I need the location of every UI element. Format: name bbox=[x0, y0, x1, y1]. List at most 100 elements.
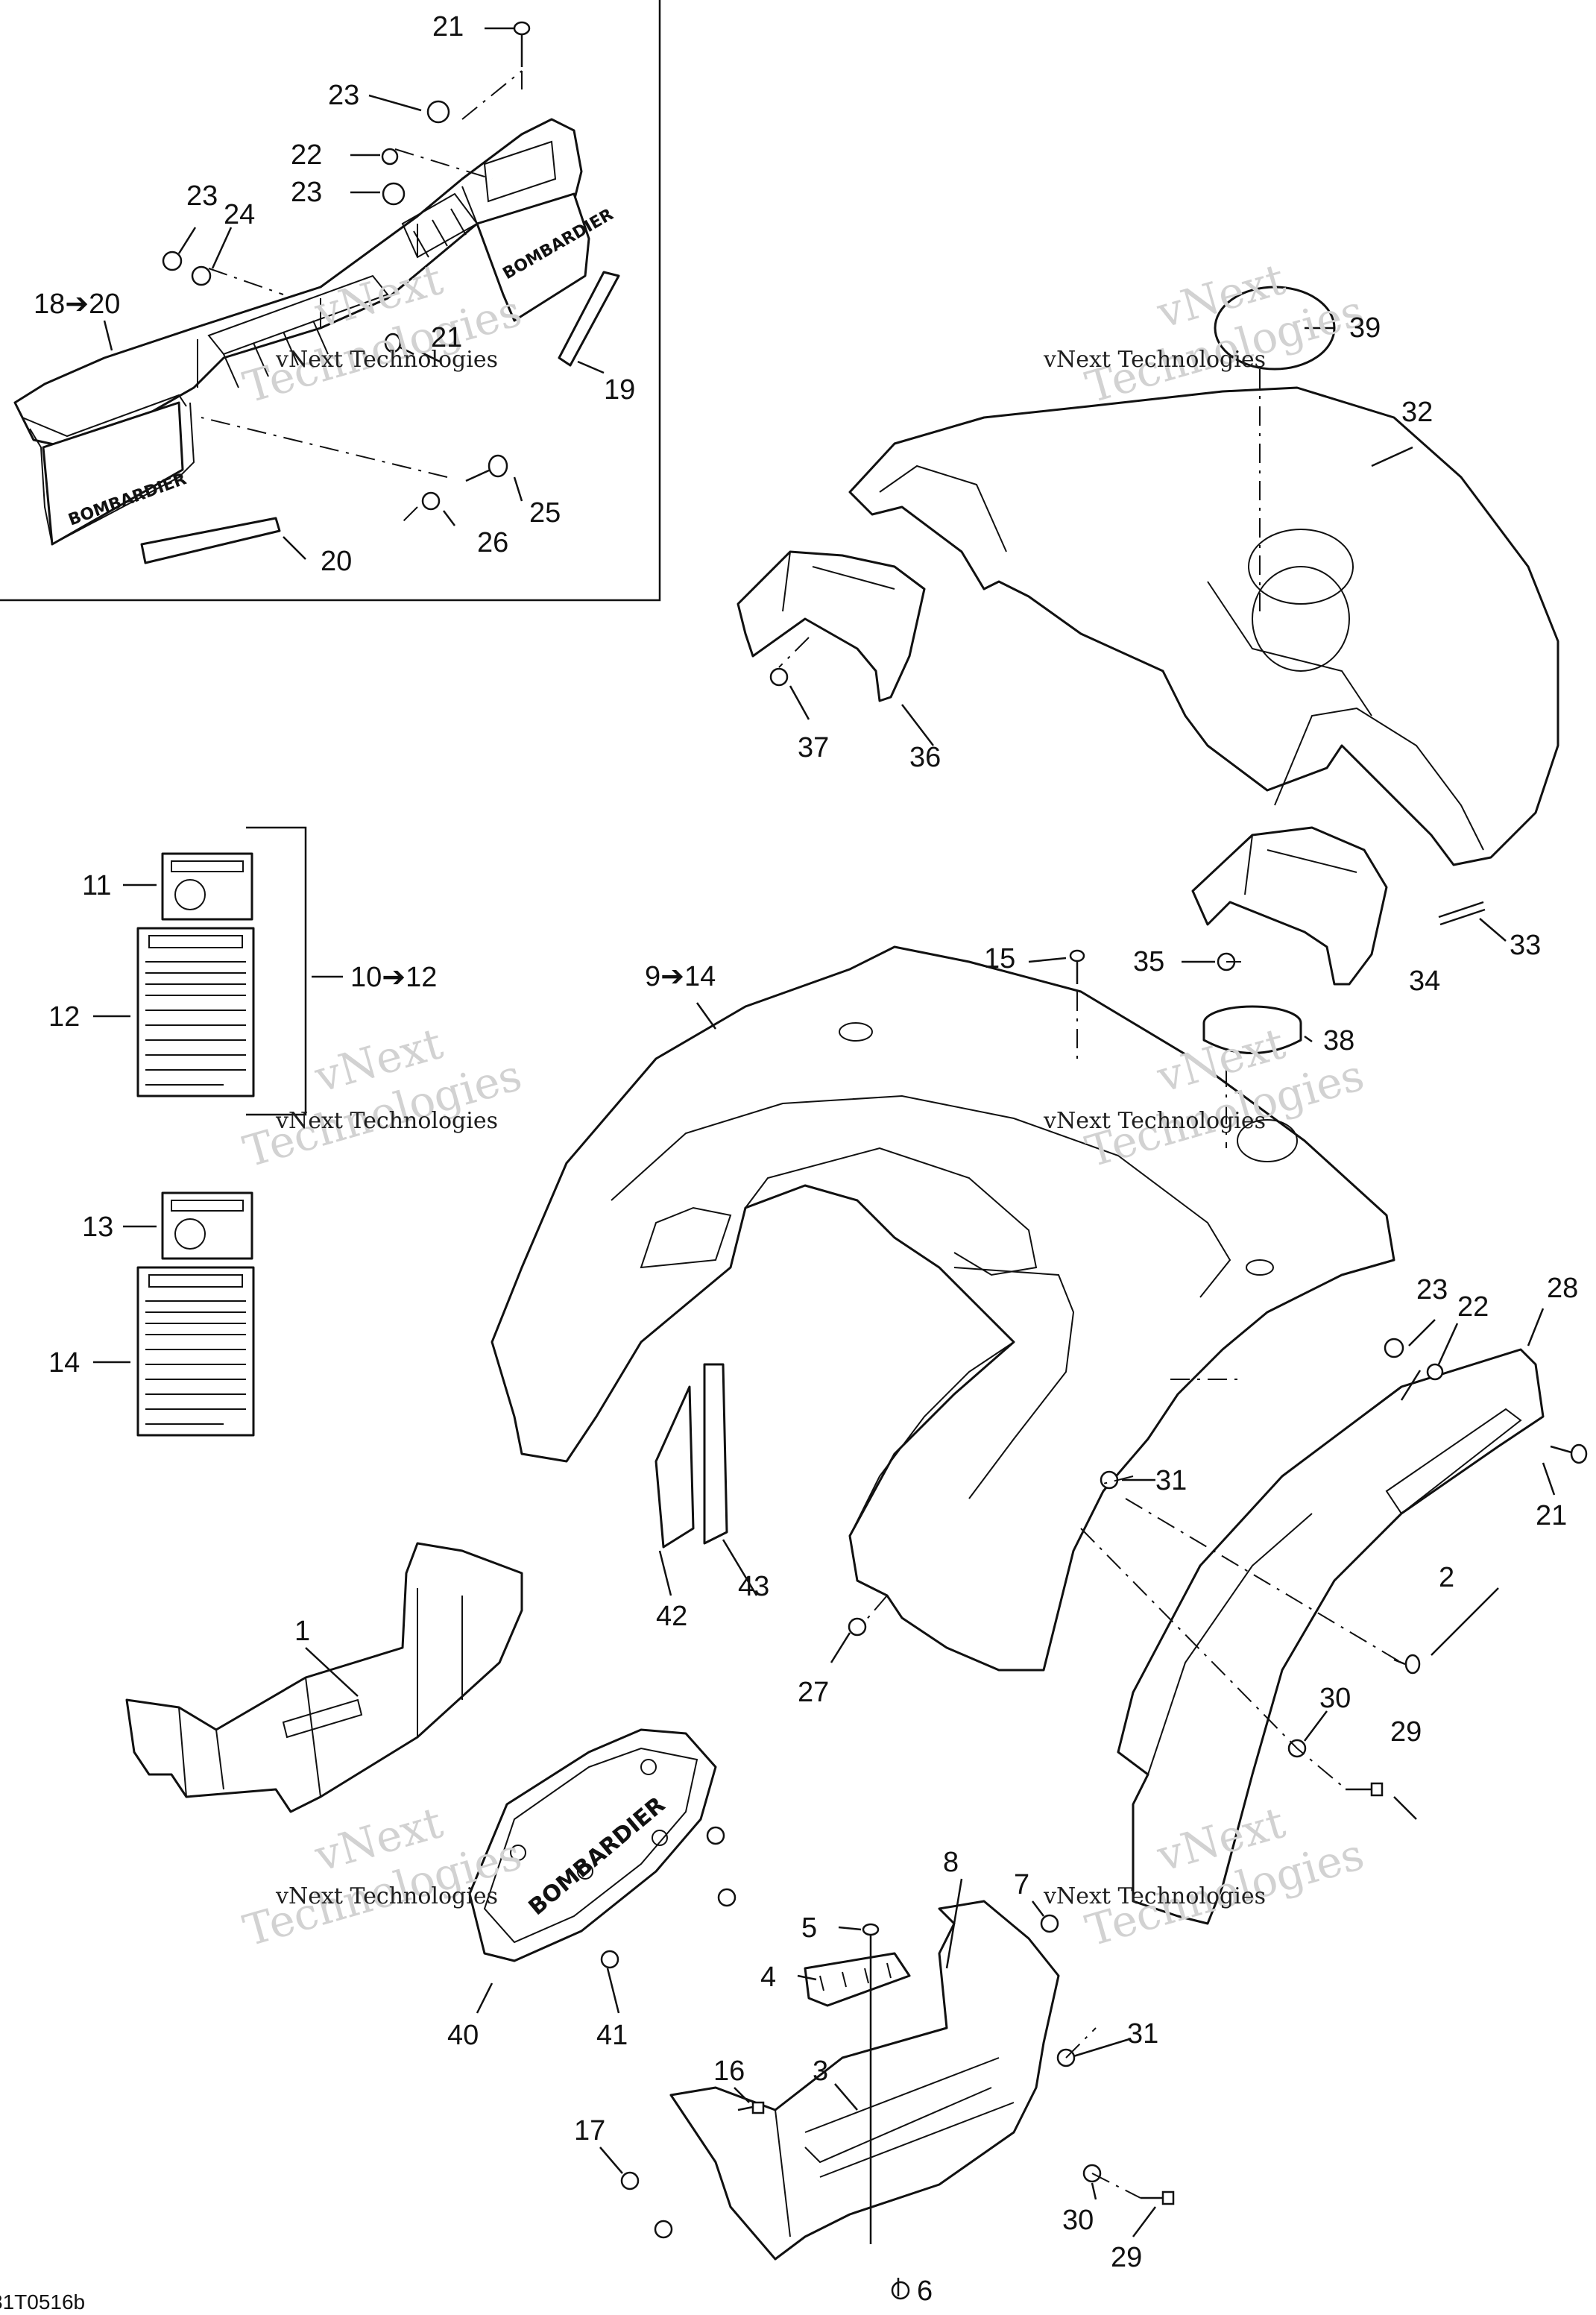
callout-22: 22 bbox=[1457, 1291, 1489, 1323]
nut-23-b bbox=[382, 182, 406, 206]
bolt-5 bbox=[862, 1923, 880, 2244]
callout-31: 31 bbox=[1155, 1465, 1187, 1496]
foot-peg-4 bbox=[804, 1952, 911, 2007]
screw-21-top bbox=[513, 21, 531, 67]
callout-19: 19 bbox=[604, 374, 635, 406]
decal-42 bbox=[655, 1385, 695, 1549]
nut-7 bbox=[1040, 1914, 1059, 1933]
callout-29: 29 bbox=[1111, 2242, 1142, 2273]
callout-12: 12 bbox=[48, 1001, 80, 1033]
screw-21-mid bbox=[384, 333, 414, 356]
callout-28: 28 bbox=[1547, 1273, 1578, 1304]
callout-13: 13 bbox=[82, 1212, 113, 1243]
nut-41 bbox=[600, 1950, 619, 1969]
callout-23: 23 bbox=[328, 80, 359, 111]
bolt-2 bbox=[1393, 1654, 1421, 1675]
bolt-15 bbox=[1069, 949, 1085, 984]
callout-31: 31 bbox=[1127, 2018, 1158, 2050]
plug-33 bbox=[1438, 901, 1486, 926]
callout-30: 30 bbox=[1319, 1683, 1351, 1714]
label-14 bbox=[136, 1266, 255, 1437]
rear-cover bbox=[848, 386, 1559, 866]
callout-21: 21 bbox=[432, 11, 464, 42]
callout-34: 34 bbox=[1409, 966, 1440, 997]
nut-40-a bbox=[706, 1826, 725, 1845]
callout-25: 25 bbox=[529, 497, 561, 529]
rear-fender bbox=[491, 945, 1395, 1672]
callout-3: 3 bbox=[813, 2056, 828, 2087]
storage-bin-1 bbox=[125, 1542, 523, 1813]
bolt-29-a bbox=[1346, 1782, 1384, 1797]
front-grille-inset: BOMBARDIER BOMBARDIER bbox=[0, 0, 661, 602]
callout-20: 20 bbox=[321, 546, 352, 577]
callout-14: 14 bbox=[48, 1347, 80, 1379]
callout-27: 27 bbox=[798, 1677, 829, 1708]
callout-35: 35 bbox=[1133, 946, 1164, 977]
callout-23: 23 bbox=[1416, 1274, 1448, 1305]
washer-26 bbox=[421, 491, 441, 511]
callout-10-12: 10➔12 bbox=[350, 962, 437, 993]
bracket-34 bbox=[1191, 826, 1388, 986]
label-12 bbox=[136, 927, 255, 1097]
washer-22-b bbox=[1426, 1363, 1444, 1381]
callout-11: 11 bbox=[82, 870, 111, 901]
callout-1: 1 bbox=[294, 1616, 310, 1647]
nut-23-c bbox=[162, 251, 183, 271]
callout-4: 4 bbox=[760, 1962, 776, 1993]
screw-21-right bbox=[1550, 1443, 1588, 1464]
nut-23-d bbox=[1384, 1338, 1404, 1358]
callout-29: 29 bbox=[1390, 1716, 1422, 1748]
screw-25 bbox=[465, 454, 508, 482]
callout-39: 39 bbox=[1349, 312, 1381, 344]
nut-6 bbox=[891, 2281, 910, 2300]
cap-38 bbox=[1202, 1005, 1302, 1054]
bracket-36 bbox=[737, 550, 926, 702]
callout-24: 24 bbox=[224, 199, 255, 230]
callout-23: 23 bbox=[186, 180, 218, 212]
callout-15: 15 bbox=[984, 943, 1015, 974]
callout-26: 26 bbox=[477, 527, 508, 558]
label-13 bbox=[161, 1191, 253, 1260]
front-grille: BOMBARDIER BOMBARDIER bbox=[13, 118, 616, 546]
nut-17-a bbox=[620, 2171, 640, 2190]
decal-strip-19 bbox=[558, 271, 620, 367]
callout-22: 22 bbox=[291, 139, 322, 171]
washer-37 bbox=[769, 667, 789, 687]
callout-16: 16 bbox=[713, 2056, 745, 2087]
callout-38: 38 bbox=[1323, 1025, 1354, 1056]
callout-8: 8 bbox=[943, 1847, 959, 1878]
callout-40: 40 bbox=[447, 2020, 479, 2051]
callout-30: 30 bbox=[1062, 2205, 1094, 2236]
callout-6: 6 bbox=[917, 2275, 933, 2307]
callout-2: 2 bbox=[1439, 1562, 1454, 1593]
fender-extension-28 bbox=[1117, 1348, 1545, 1925]
nut-40-b bbox=[717, 1888, 737, 1907]
callout-37: 37 bbox=[798, 732, 829, 763]
watermark-ml: vNext Technologies bbox=[238, 1018, 527, 1177]
callout-9-14: 9➔14 bbox=[645, 961, 716, 992]
washer-22-a bbox=[381, 148, 399, 166]
callout-41: 41 bbox=[596, 2020, 628, 2051]
watermark-caption-mr: vNext Technologies bbox=[1043, 1108, 1266, 1134]
label-11 bbox=[161, 852, 253, 921]
washer-27 bbox=[848, 1617, 867, 1637]
washer-24 bbox=[191, 265, 212, 286]
footrest-3 bbox=[669, 1900, 1060, 2261]
callout-5: 5 bbox=[801, 1912, 817, 1944]
figure-reference: 31T0516b bbox=[0, 2290, 85, 2314]
nut-31-a bbox=[1100, 1470, 1119, 1490]
bolt-29-b bbox=[1141, 2190, 1175, 2205]
nut-17-b bbox=[654, 2220, 673, 2239]
bolt-16 bbox=[737, 2101, 765, 2114]
watermark-caption-tl: vNext Technologies bbox=[275, 347, 498, 373]
watermark-caption-ml: vNext Technologies bbox=[275, 1108, 498, 1134]
watermark-caption-bl: vNext Technologies bbox=[275, 1883, 498, 1909]
callout-42: 42 bbox=[656, 1601, 687, 1632]
callout-23: 23 bbox=[291, 177, 322, 208]
callout-33: 33 bbox=[1510, 930, 1541, 961]
callout-7: 7 bbox=[1014, 1869, 1029, 1900]
callout-21: 21 bbox=[1536, 1500, 1567, 1531]
callout-labels: 21 23 22 23 23 24 18➔20 21 19 25 26 20 3… bbox=[34, 11, 1578, 2307]
callout-36: 36 bbox=[909, 742, 941, 773]
